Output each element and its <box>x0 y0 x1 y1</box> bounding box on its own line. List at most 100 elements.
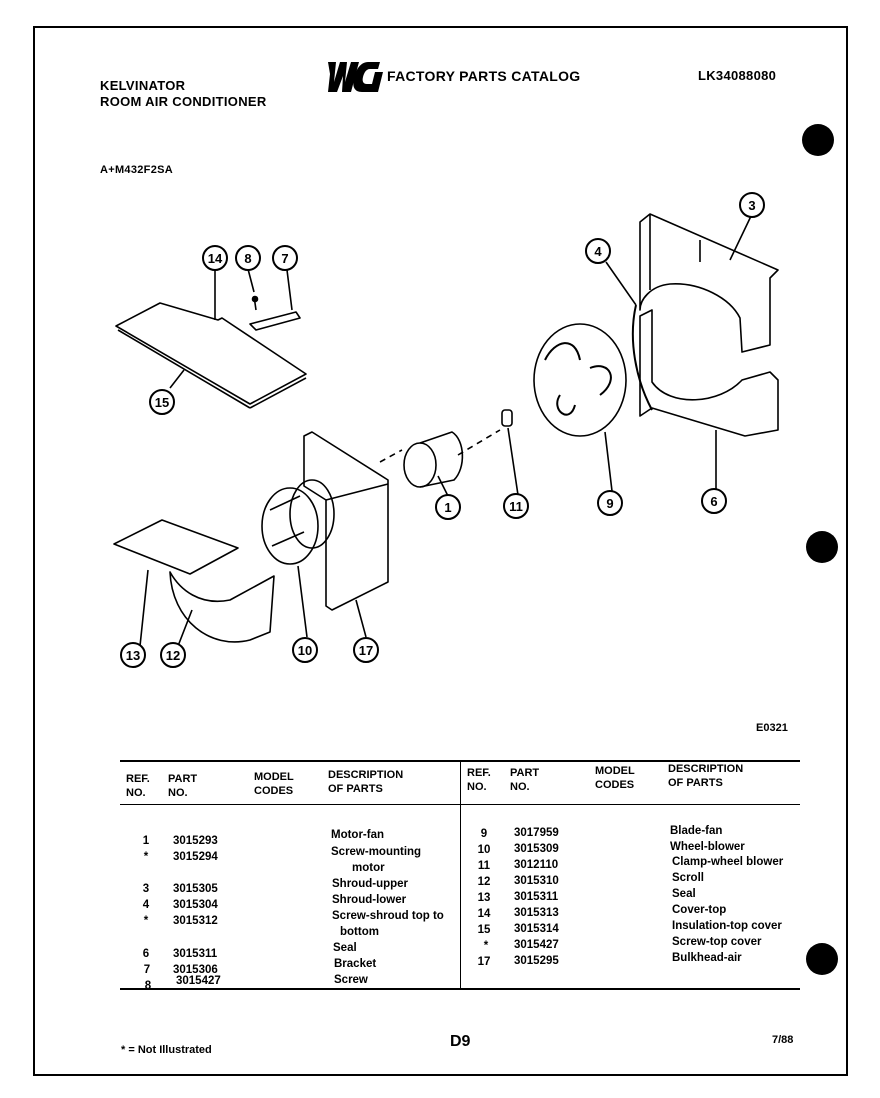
table-cell-desc: Insulation-top cover <box>672 920 782 932</box>
brand-name: KELVINATOR <box>100 78 186 93</box>
left-header-model: MODEL CODES <box>254 771 294 797</box>
figure-code: E0321 <box>756 722 788 734</box>
table-cell-desc-continued: motor <box>352 862 385 874</box>
table-cell-part: 3015314 <box>514 923 559 935</box>
callout-15-label: 15 <box>155 395 169 410</box>
fan-blade-part <box>533 323 627 437</box>
page-code: D9 <box>450 1033 471 1050</box>
top-cover-part <box>115 302 307 405</box>
table-cell-part: 3015305 <box>173 883 218 895</box>
wci-logo-icon <box>328 62 383 92</box>
exploded-parts-diagram: 14 8 7 15 3 4 1 11 9 6 13 12 10 17 <box>113 192 779 668</box>
callout-8-label: 8 <box>244 251 251 266</box>
callout-1-circle <box>435 494 461 520</box>
table-cell-ref: 3 <box>142 883 150 895</box>
table-cell-desc: Bracket <box>334 958 377 970</box>
callout-10-label: 10 <box>298 643 312 658</box>
catalog-title: FACTORY PARTS CATALOG <box>387 68 581 84</box>
callout-9-circle <box>597 490 623 516</box>
table-cell-part: 3015310 <box>514 875 559 887</box>
blower-wheel-part <box>261 487 319 565</box>
callout-13-circle <box>120 642 146 668</box>
callout-3-label: 3 <box>748 198 755 213</box>
callout-4-label: 4 <box>594 244 602 259</box>
table-cell-part: 3015293 <box>173 835 218 847</box>
table-cell-ref: 17 <box>477 956 491 968</box>
callout-4-circle <box>585 238 611 264</box>
table-cell-ref: 14 <box>477 908 491 920</box>
table-cell-part: 3015427 <box>514 939 559 951</box>
callout-13-label: 13 <box>126 648 140 663</box>
punch-hole-top <box>802 124 834 156</box>
table-cell-ref: 12 <box>477 876 491 888</box>
table-cell-part: 3015295 <box>514 955 559 967</box>
motor-part <box>403 442 437 488</box>
table-cell-desc: Screw-top cover <box>672 936 762 948</box>
shroud-upper-part <box>639 213 779 353</box>
table-cell-ref: 13 <box>477 892 491 904</box>
table-cell-desc-continued: bottom <box>340 926 379 938</box>
seal-part <box>631 304 653 411</box>
table-cell-part: 3015306 <box>173 964 218 976</box>
shroud-lower-part <box>639 309 779 437</box>
table-cell-part: 3015427 <box>176 975 221 987</box>
table-cell-ref: * <box>143 915 149 927</box>
callout-11-circle <box>503 493 529 519</box>
table-cell-desc: Screw <box>334 974 368 986</box>
table-cell-desc: Clamp-wheel blower <box>672 856 784 868</box>
model-number: A+M432F2SA <box>100 164 174 176</box>
table-cell-part: 3017959 <box>514 827 559 839</box>
table-cell-ref: 10 <box>477 844 491 856</box>
callout-17-circle <box>353 637 379 663</box>
right-header-model: MODEL CODES <box>595 765 635 791</box>
catalog-number: LK34088080 <box>698 68 777 83</box>
clamp-part <box>501 409 513 427</box>
right-header-desc: DESCRIPTION OF PARTS <box>668 763 744 789</box>
callout-9-label: 9 <box>606 496 613 511</box>
table-cell-part: 3015309 <box>514 843 559 855</box>
table-cell-desc: Screw-shroud top to <box>332 910 444 922</box>
table-cell-part: 3015294 <box>173 851 218 863</box>
table-cell-desc: Cover-top <box>672 904 727 916</box>
not-illustrated-note: * = Not Illustrated <box>121 1044 212 1056</box>
callout-6-circle <box>701 488 727 514</box>
callout-3-circle <box>739 192 765 218</box>
callout-14-circle <box>202 245 228 271</box>
table-cell-ref: 6 <box>142 948 150 960</box>
table-cell-ref: 11 <box>477 860 491 872</box>
table-cell-desc: Seal <box>333 942 357 954</box>
punch-hole-middle <box>806 531 838 563</box>
brand-block: KELVINATOR ROOM AIR CONDITIONER <box>100 78 267 110</box>
callout-8-circle <box>235 245 261 271</box>
table-column-divider <box>460 760 461 990</box>
table-cell-desc: Bulkhead-air <box>672 952 742 964</box>
seal-plate-part <box>113 519 239 575</box>
callout-12-circle <box>160 642 186 668</box>
left-header-part: PART NO. <box>168 773 198 799</box>
callout-15-circle <box>149 389 175 415</box>
table-cell-part: 3015304 <box>173 899 218 911</box>
table-cell-desc: Shroud-lower <box>332 894 407 906</box>
table-cell-part: 3015313 <box>514 907 559 919</box>
table-cell-desc: Blade-fan <box>670 825 723 837</box>
table-cell-part: 3015311 <box>514 891 559 903</box>
page-frame <box>33 26 848 1076</box>
table-cell-ref: 9 <box>480 828 488 840</box>
callout-1-label: 1 <box>444 500 451 515</box>
table-cell-desc: Wheel-blower <box>670 841 745 853</box>
right-header-ref: REF. NO. <box>467 767 491 793</box>
table-cell-part: 3015311 <box>173 948 218 960</box>
punch-hole-bottom <box>806 943 838 975</box>
table-cell-desc: Shroud-upper <box>332 878 409 890</box>
table-cell-ref: 7 <box>143 964 151 976</box>
table-cell-desc: Screw-mounting <box>331 846 422 858</box>
bracket-part <box>249 311 301 331</box>
table-cell-ref: * <box>483 940 489 952</box>
table-cell-ref: 15 <box>477 924 491 936</box>
table-cell-part: 3015312 <box>173 915 218 927</box>
table-cell-desc: Scroll <box>672 872 704 884</box>
table-cell-ref: 4 <box>142 899 150 911</box>
callout-10-circle <box>292 637 318 663</box>
table-cell-ref: 1 <box>142 835 150 847</box>
table-cell-ref: * <box>143 851 149 863</box>
